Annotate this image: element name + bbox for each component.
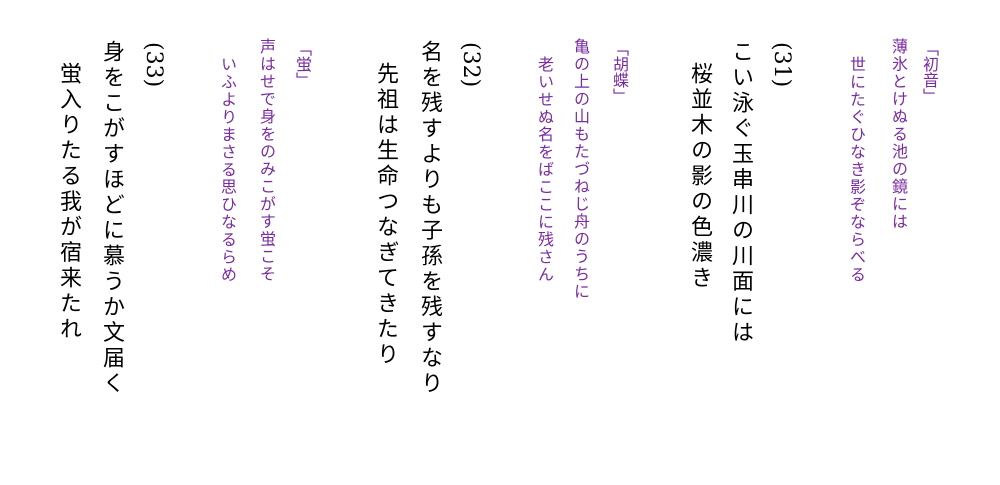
quote-line-32-2: 老いせぬ名をばここに残さん (535, 56, 554, 284)
poem-line-33-1: 身をこがすほどに慕うか文届く (99, 40, 124, 397)
poem-number-31: (31) (769, 42, 794, 88)
quote-title-31: 「初音」 (920, 40, 939, 104)
poem-line-31-1: こい泳ぐ玉串川の川面には (728, 40, 753, 346)
quote-line-33-1: 声はせで身をのみこがす蛍こそ (257, 38, 276, 283)
poem-line-33-2: 蛍入りたる我が宿来たれ (56, 62, 81, 343)
quote-title-32: 「胡蝶」 (610, 40, 629, 104)
poem-number-33: (33) (141, 42, 166, 88)
quote-line-32-1: 亀の上の山もたづねじ舟のうちに (571, 38, 590, 301)
quote-line-33-2: いふよりまさる思ひなるらめ (218, 56, 237, 284)
poem-line-32-1: 名を残すよりも子孫を残すなり (417, 40, 442, 397)
poem-number-32: (32) (458, 42, 483, 88)
quote-line-31-1: 薄氷とけぬる池の鏡には (889, 38, 908, 231)
poem-line-32-2: 先祖は生命つなぎてきたり (373, 62, 398, 368)
poem-line-31-2: 桜並木の影の色濃き (687, 62, 712, 292)
quote-title-33: 「蛍」 (293, 40, 312, 88)
quote-line-31-2: 世にたぐひなき影ぞならべる (847, 56, 866, 284)
